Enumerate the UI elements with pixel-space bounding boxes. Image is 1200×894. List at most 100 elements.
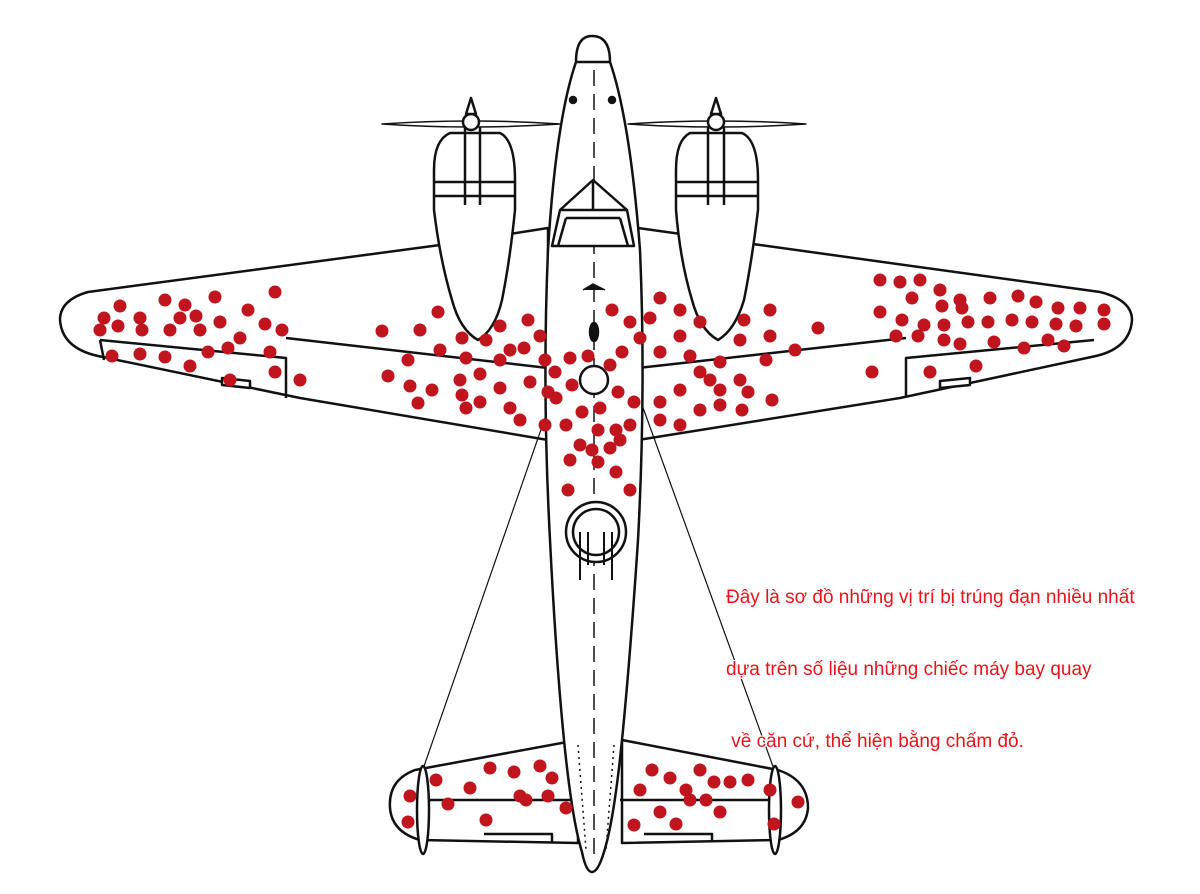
hit-dot (713, 805, 727, 819)
nose-mark-left (568, 95, 578, 105)
hit-dot (953, 337, 967, 351)
caption-line-3: về căn cứ, thể hiện bằng chấm đỏ. (726, 731, 1024, 752)
hit-dot (559, 418, 573, 432)
hit-dot (905, 291, 919, 305)
hit-dot (401, 815, 415, 829)
hit-dot (133, 347, 147, 361)
hit-dot (403, 789, 417, 803)
hit-dot (538, 418, 552, 432)
hit-dot (933, 283, 947, 297)
hit-dot (623, 418, 637, 432)
hit-dot (613, 433, 627, 447)
hit-dot (565, 378, 579, 392)
hit-dot (693, 763, 707, 777)
hit-dot (93, 323, 107, 337)
hit-dot (411, 396, 425, 410)
hit-dot (403, 379, 417, 393)
hit-dot (183, 359, 197, 373)
hit-dot (208, 290, 222, 304)
hit-dot (105, 349, 119, 363)
hit-dot (981, 315, 995, 329)
hit-dot (937, 318, 951, 332)
hit-dot (459, 401, 473, 415)
hit-dot (937, 333, 951, 347)
hit-dot (811, 321, 825, 335)
hit-dot (1073, 301, 1087, 315)
hit-dot (223, 373, 237, 387)
hit-dot (1097, 303, 1111, 317)
hit-dot (969, 359, 983, 373)
hit-dot (609, 465, 623, 479)
hit-dot (873, 305, 887, 319)
hit-dot (693, 365, 707, 379)
hit-dot (517, 341, 531, 355)
left-propeller-spinner (464, 96, 478, 116)
hit-dot (585, 443, 599, 457)
hit-dot (233, 331, 247, 345)
hit-dot (669, 817, 683, 831)
hit-dot (189, 309, 203, 323)
right-wing (636, 226, 1134, 442)
left-tail-fin (415, 764, 431, 856)
hit-dot (707, 775, 721, 789)
hit-dot (913, 273, 927, 287)
hit-dot (673, 418, 687, 432)
hit-dot (563, 453, 577, 467)
hit-dot (97, 311, 111, 325)
hit-dot (561, 483, 575, 497)
hit-dot (683, 349, 697, 363)
hit-dot (763, 303, 777, 317)
hit-dot (1011, 289, 1025, 303)
hit-dot (767, 817, 781, 831)
hit-dot (627, 395, 641, 409)
hit-dot (521, 313, 535, 327)
hit-dot (679, 783, 693, 797)
hit-dot (473, 367, 487, 381)
cockpit-canopy (550, 178, 636, 248)
hit-dots (93, 273, 1111, 832)
hit-dot (735, 403, 749, 417)
caption-text: Đây là sơ đồ những vị trí bị trúng đạn n… (726, 538, 1186, 778)
hit-dot (473, 395, 487, 409)
hit-dot (1051, 301, 1065, 315)
hit-dot (673, 329, 687, 343)
hit-dot (703, 373, 717, 387)
gun-turret-inner (571, 507, 621, 557)
hit-dot (493, 319, 507, 333)
hit-dot (241, 303, 255, 317)
hit-dot (889, 329, 903, 343)
hit-dot (653, 413, 667, 427)
hit-dot (763, 329, 777, 343)
hit-dot (113, 299, 127, 313)
hit-dot (609, 423, 623, 437)
hit-dot (111, 319, 125, 333)
hit-dot (431, 305, 445, 319)
hit-dot (741, 385, 755, 399)
hit-dot (268, 365, 282, 379)
hit-dot (573, 438, 587, 452)
hit-dot (581, 349, 595, 363)
hit-dot (375, 324, 389, 338)
hit-dot (653, 291, 667, 305)
hit-dot (733, 373, 747, 387)
hit-dot (643, 311, 657, 325)
hit-dot (549, 391, 563, 405)
hit-dot (268, 285, 282, 299)
hit-dot (507, 765, 521, 779)
hit-dot (263, 345, 277, 359)
caption-line-1: Đây là sơ đồ những vị trí bị trúng đạn n… (726, 587, 1135, 608)
hit-dot (593, 401, 607, 415)
right-propeller-hub (706, 112, 726, 132)
hit-dot (917, 318, 931, 332)
hit-dot (765, 393, 779, 407)
hit-dot (173, 311, 187, 325)
hit-dot (723, 775, 737, 789)
hit-dot (429, 773, 443, 787)
hit-dot (459, 351, 473, 365)
hit-dot (737, 313, 751, 327)
hit-dot (163, 323, 177, 337)
hit-dot (158, 350, 172, 364)
hit-dot (433, 343, 447, 357)
hit-dot (559, 801, 573, 815)
